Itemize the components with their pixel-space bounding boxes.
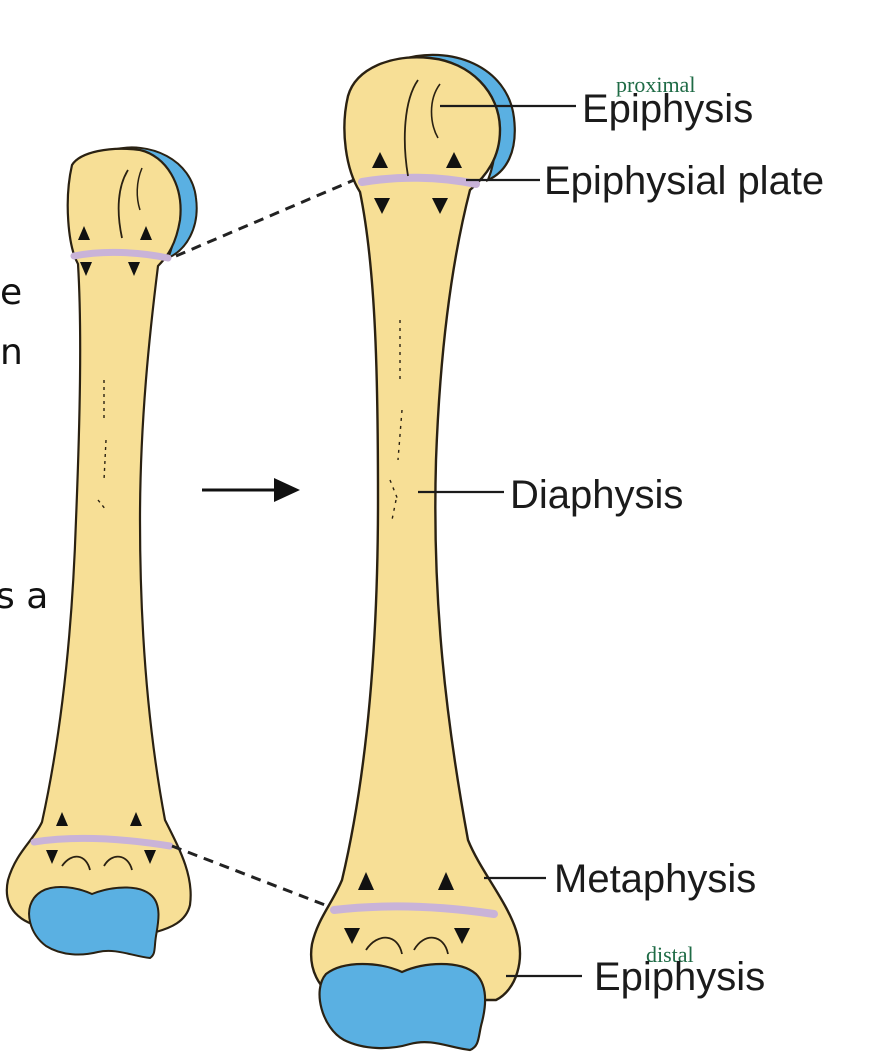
young-arrow-up-4	[130, 812, 142, 826]
connector-top-dashed	[175, 178, 355, 258]
young-shaft-marks	[97, 380, 107, 511]
clipped-text-2: n	[0, 332, 23, 373]
mature-arrow-down-3	[344, 928, 360, 944]
young-head-contour	[117, 169, 129, 239]
connector-bottom-dashed	[171, 844, 339, 912]
clipped-text-1: e	[0, 272, 22, 313]
mature-shaft-marks	[389, 320, 403, 521]
label-diaphysis: Diaphysis	[510, 473, 683, 517]
mature-head-contour	[403, 79, 419, 177]
young-arrow-up-1	[78, 226, 90, 240]
mature-arrow-up-3	[358, 872, 374, 890]
growth-arrow	[202, 478, 300, 502]
clipped-text-3: s a	[0, 576, 48, 617]
young-distal-contour	[61, 855, 133, 871]
mature-arrow-up-1	[372, 152, 388, 168]
young-arrow-down-2	[128, 262, 140, 276]
young-arrow-down-4	[144, 850, 156, 864]
mature-arrow-up-4	[438, 872, 454, 890]
mature-arrow-down-2	[432, 198, 448, 214]
young-proximal-growth-plate	[70, 248, 172, 262]
young-bone-distal-cartilage	[28, 886, 160, 960]
annotation-distal: distal	[646, 942, 694, 967]
mature-distal-contour	[365, 936, 449, 955]
label-metaphysis: Metaphysis	[554, 857, 756, 901]
young-arrow-up-2	[140, 226, 152, 240]
young-head-contour-2	[136, 167, 143, 211]
mature-arrow-up-2	[446, 152, 462, 168]
mature-bone-body	[309, 56, 522, 1002]
proximal-epiphysial-plate	[358, 173, 480, 188]
label-proximal-epiphysis: Epiphysis	[582, 87, 753, 131]
label-distal-epiphysis: Epiphysis	[594, 955, 765, 999]
annotation-proximal: proximal	[616, 72, 695, 97]
distal-articular-cartilage	[318, 962, 487, 1052]
label-epiphysial-plate: Epiphysial plate	[544, 159, 824, 203]
young-distal-growth-plate	[30, 835, 174, 850]
mature-arrow-down-4	[454, 928, 470, 944]
young-bone	[5, 146, 198, 960]
young-bone-body	[5, 147, 192, 934]
mature-head-contour-2	[430, 83, 441, 139]
young-arrow-up-3	[56, 812, 68, 826]
young-arrow-down-3	[46, 850, 58, 864]
mature-bone	[309, 53, 522, 1052]
distal-epiphysial-plate	[330, 902, 498, 918]
mature-arrow-down-1	[374, 198, 390, 214]
young-arrow-down-1	[80, 262, 92, 276]
